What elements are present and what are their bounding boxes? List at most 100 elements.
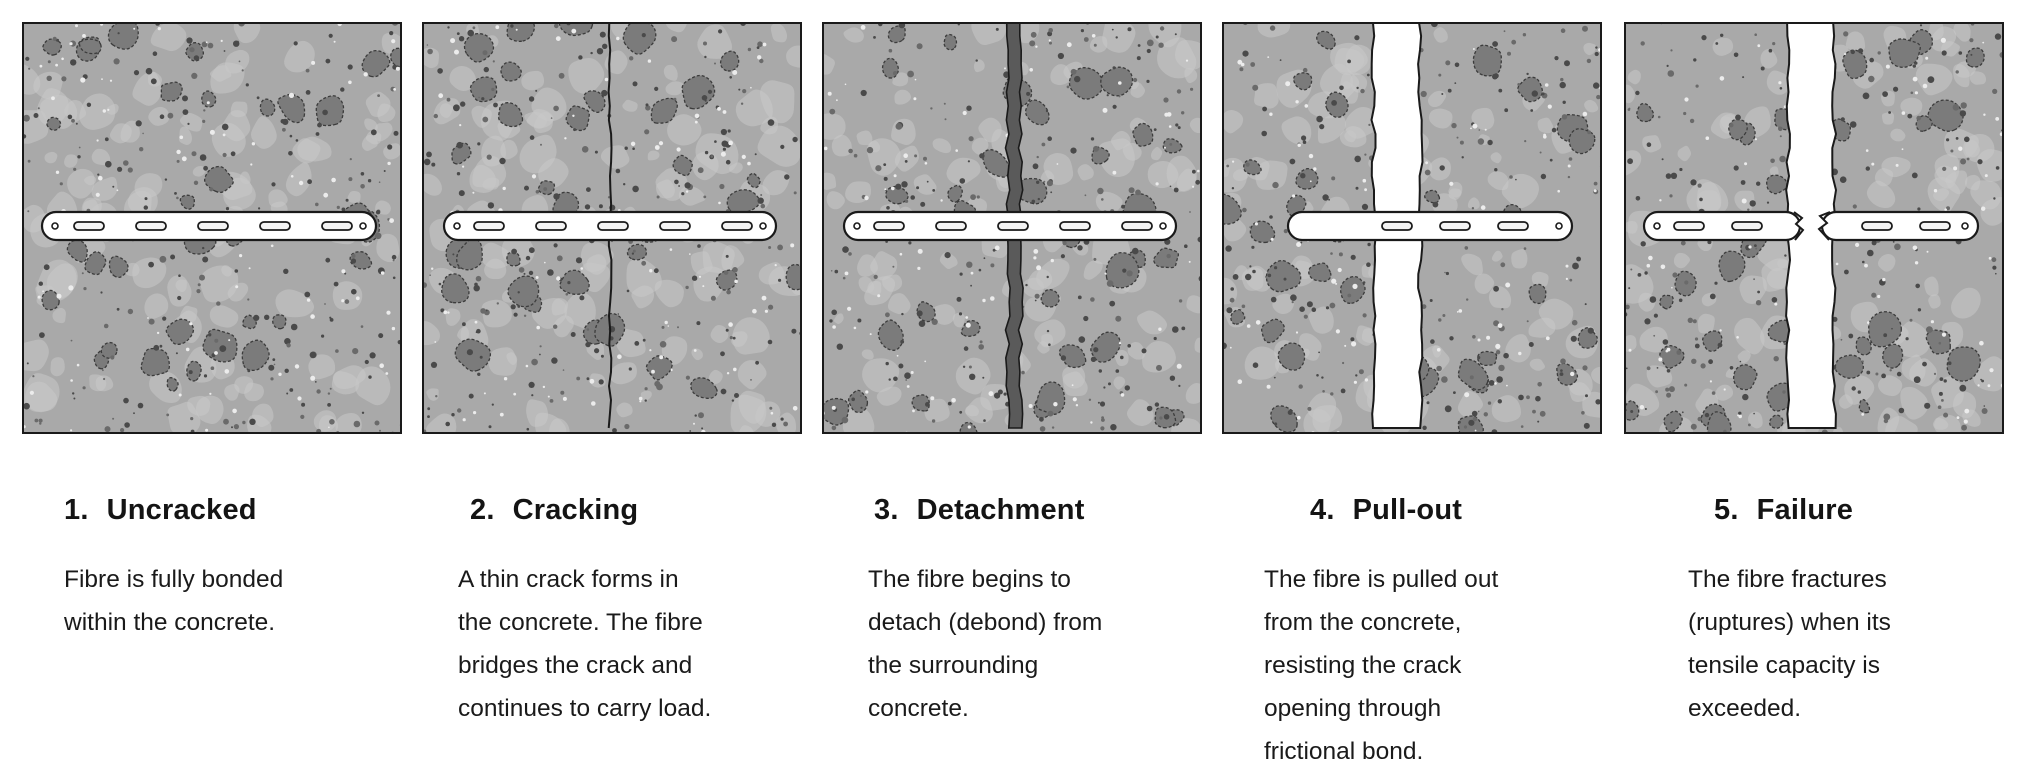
aggregate-light [1892,321,1930,358]
speck [1994,33,2002,40]
speck [722,110,727,114]
aggregate-dark [1728,118,1748,141]
description-line: (ruptures) when its [1688,609,1891,636]
speck [1347,59,1351,64]
aggregate-light [1505,334,1531,363]
speck [562,369,565,371]
speck [1261,130,1267,137]
speck [1270,296,1277,303]
speck [965,316,969,319]
fracture-edge [1817,211,1831,241]
speck [932,189,936,192]
speck [978,268,982,272]
speck [615,168,621,174]
speck [1159,416,1163,420]
speck [1691,358,1697,364]
speck [331,177,336,183]
speck [1163,414,1170,420]
aggregate-dark [746,172,761,189]
speck [1048,28,1053,33]
aggregate-dark [1222,193,1242,225]
aggregate-dark [1766,174,1788,195]
speck [1237,379,1243,385]
speck [1242,207,1247,213]
speck [327,392,331,395]
speck [1300,241,1303,244]
speck [912,409,915,413]
description-line: bridges the crack and [458,652,693,679]
fibre-indent [535,221,567,231]
speck [300,414,305,419]
aggregate-light [1102,22,1136,53]
speck [641,260,647,266]
speck [594,150,598,154]
speck [547,269,554,276]
speck [1034,299,1037,302]
speck [581,146,589,153]
aggregate-dark [650,97,678,124]
speck [1156,364,1162,371]
speck [1026,91,1031,96]
speck [1297,143,1301,147]
aggregate-light [1739,275,1767,304]
speck [1033,249,1039,254]
speck [1118,81,1122,85]
speck [340,87,345,92]
speck [329,316,332,319]
speck [1958,146,1963,151]
speck [1100,426,1105,431]
aggregate-light [1361,263,1377,278]
speck [1178,384,1181,387]
speck [348,177,353,182]
speck [293,41,298,46]
speck [43,264,50,271]
speck [1503,30,1506,33]
aggregate-dark [506,22,536,43]
speck [325,257,331,263]
speck [771,422,777,427]
speck [1576,256,1581,262]
aggregate-light [347,190,361,203]
panel-border [1624,22,2004,434]
speck [702,285,705,288]
fibre-indent [1121,221,1153,231]
speck [1501,308,1504,311]
aggregate-light [120,120,140,143]
speck [317,122,322,128]
speck [1938,341,1942,345]
speck [235,285,239,289]
speck [1693,58,1697,62]
speck [1981,206,1986,211]
aggregate-light [1900,386,1929,420]
speck [1984,174,1988,178]
speck [1028,404,1033,408]
stage-1-title-text: Uncracked [106,494,257,526]
speck [1270,237,1274,241]
speck [1159,26,1165,31]
speck [1035,45,1038,48]
aggregate-light [1241,267,1264,291]
speck [502,186,506,191]
aggregate-light [1490,152,1502,164]
speck [1126,270,1133,277]
speck [513,312,518,317]
aggregate-light [971,137,989,156]
concrete-panel-svg [1222,22,1602,434]
speck [1507,51,1511,56]
speck [900,339,905,344]
speck [1474,429,1477,432]
speck [1531,90,1538,97]
speck [1526,72,1529,76]
aggregate-dark [1556,362,1579,386]
speck [1511,39,1517,45]
speck [39,64,43,68]
speck [1477,338,1481,342]
speck [860,89,867,97]
speck [830,270,833,272]
aggregate-light [1845,31,1866,52]
aggregate-light [1969,71,1987,85]
speck [1771,297,1778,303]
speck [503,377,508,381]
speck [647,59,652,63]
speck [1088,398,1092,401]
